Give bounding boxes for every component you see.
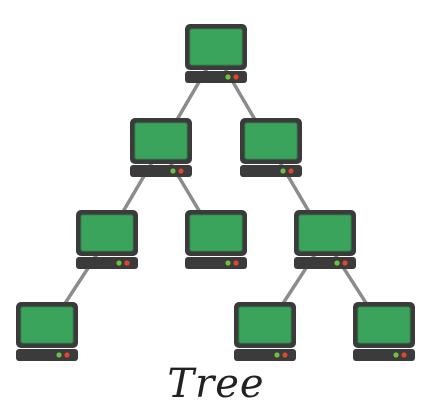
monitor-screen	[189, 214, 243, 252]
computer-base	[185, 257, 247, 269]
power-led-green	[170, 168, 176, 174]
power-led-green	[393, 352, 399, 358]
monitor-screen	[238, 306, 292, 344]
power-led-green	[274, 352, 280, 358]
computer-icon	[240, 118, 302, 177]
power-led-green	[116, 260, 122, 266]
power-led-green	[225, 260, 231, 266]
computer-icon	[185, 210, 247, 269]
monitor-screen	[134, 122, 188, 160]
computer-icon	[76, 210, 138, 269]
monitor-screen	[189, 28, 243, 66]
computer-icon	[294, 210, 356, 269]
nodes-layer	[16, 24, 415, 361]
links-layer	[45, 51, 386, 333]
computer-base	[294, 257, 356, 269]
computer-base	[353, 349, 415, 361]
monitor-screen	[298, 214, 352, 252]
computer-icon	[16, 302, 78, 361]
status-led-red	[401, 352, 407, 358]
computer-base	[234, 349, 296, 361]
computer-base	[16, 349, 78, 361]
computer-base	[185, 71, 247, 83]
power-led-green	[334, 260, 340, 266]
status-led-red	[282, 352, 288, 358]
status-led-red	[124, 260, 130, 266]
power-led-green	[280, 168, 286, 174]
computer-icon	[234, 302, 296, 361]
computer-icon	[185, 24, 247, 83]
status-led-red	[178, 168, 184, 174]
monitor-screen	[357, 306, 411, 344]
monitor-screen	[244, 122, 298, 160]
computer-icon	[130, 118, 192, 177]
status-led-red	[233, 74, 239, 80]
status-led-red	[233, 260, 239, 266]
status-led-red	[64, 352, 70, 358]
monitor-screen	[80, 214, 134, 252]
computer-base	[240, 165, 302, 177]
power-led-green	[56, 352, 62, 358]
monitor-screen	[20, 306, 74, 344]
computer-base	[76, 257, 138, 269]
power-led-green	[225, 74, 231, 80]
diagram-caption: Tree	[167, 361, 265, 407]
status-led-red	[288, 168, 294, 174]
status-led-red	[342, 260, 348, 266]
computer-icon	[353, 302, 415, 361]
computer-base	[130, 165, 192, 177]
